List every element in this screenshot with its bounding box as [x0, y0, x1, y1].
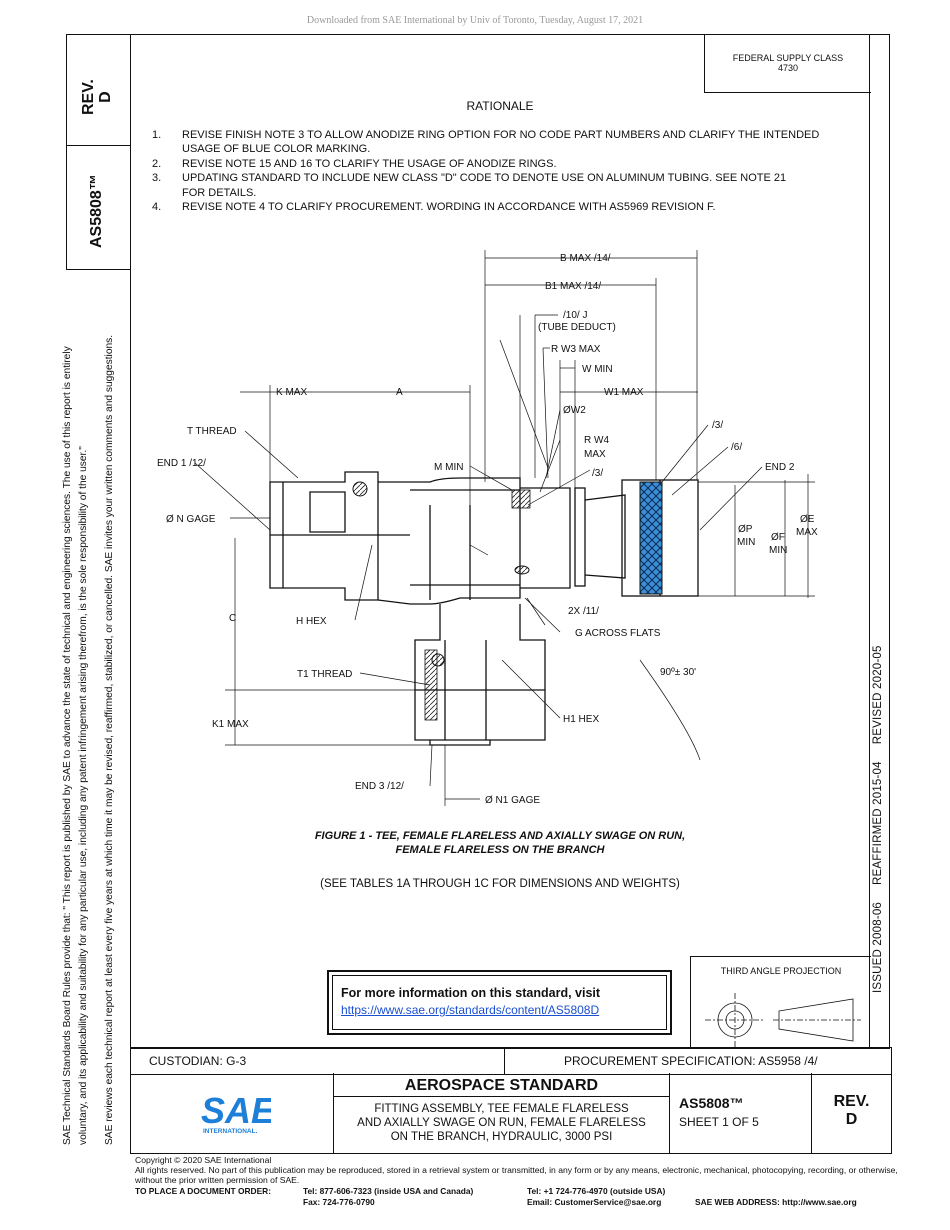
custodian: CUSTODIAN: G-3	[149, 1054, 247, 1068]
label-dia-e: ØE	[800, 514, 815, 525]
federal-supply-label: FEDERAL SUPPLY CLASS	[732, 53, 844, 63]
rationale-item: 2.REVISE NOTE 15 AND 16 TO CLARIFY THE U…	[152, 157, 557, 170]
see-tables-note: (SEE TABLES 1A THROUGH 1C FOR DIMENSIONS…	[320, 878, 680, 890]
o-ring	[514, 565, 530, 575]
title-block: SAE INTERNATIONAL. AEROSPACE STANDARD FI…	[130, 1073, 892, 1154]
label-k-max: K MAX	[276, 387, 307, 398]
sheet-number: SHEET 1 OF 5	[679, 1115, 759, 1129]
label-b-max: B MAX /14/	[560, 253, 611, 264]
third-angle-projection-icon	[705, 993, 861, 1047]
label-m-min: M MIN	[434, 462, 463, 473]
projection-label: THIRD ANGLE PROJECTION	[720, 966, 842, 976]
label-angle: 90º± 30'	[660, 667, 696, 678]
label-r-w3: R W3 MAX	[551, 344, 601, 355]
label-note6: /6/	[731, 442, 742, 453]
order-info: TO PLACE A DOCUMENT ORDER: Tel: 877-606-…	[135, 1186, 857, 1207]
label-tube-deduct: /10/ J	[563, 310, 587, 321]
side-panel-divider	[66, 145, 130, 146]
label-r-w4: R W4	[584, 435, 609, 446]
info-box-title: For more information on this standard, v…	[341, 986, 601, 1000]
label-h1-hex: H1 HEX	[563, 714, 599, 725]
sae-logo: SAE INTERNATIONAL.	[201, 1090, 271, 1135]
o-ring	[431, 653, 445, 667]
standard-link[interactable]: https://www.sae.org/standards/content/AS…	[341, 1003, 600, 1017]
label-a: A	[396, 387, 403, 398]
label-dia-p-min: MIN	[737, 537, 755, 548]
side-panel-frame	[66, 34, 131, 270]
label-g-flats: G ACROSS FLATS	[575, 628, 661, 639]
label-dia-f: ØF	[771, 532, 785, 543]
rationale-title: RATIONALE	[466, 99, 534, 113]
svg-text:INTERNATIONAL.: INTERNATIONAL.	[203, 1128, 258, 1135]
label-t1-thread: T1 THREAD	[297, 669, 352, 680]
label-end3: END 3 /12/	[355, 781, 404, 792]
federal-supply-value: 4730	[777, 63, 799, 73]
dimension-lines	[194, 250, 815, 806]
label-dia-f-min: MIN	[769, 545, 787, 556]
section-hatch	[511, 489, 531, 509]
info-box: For more information on this standard, v…	[327, 970, 672, 1035]
revision: REV. D	[833, 1093, 870, 1128]
svg-text:SAE: SAE	[201, 1090, 271, 1131]
label-k1-max: K1 MAX	[212, 719, 249, 730]
download-notice: Downloaded from SAE International by Uni…	[306, 15, 644, 26]
rationale-list: 1.REVISE FINISH NOTE 3 TO ALLOW ANODIZE …	[152, 128, 852, 214]
label-b1-max: B1 MAX /14/	[545, 281, 601, 292]
label-end1: END 1 /12/	[157, 458, 206, 469]
o-ring	[352, 481, 368, 497]
copyright-footer: Copyright © 2020 SAE International All r…	[135, 1155, 898, 1185]
standard-type: AEROSPACE STANDARD	[404, 1077, 599, 1094]
drawing-label-group: B MAX /14/ B1 MAX /14/ /10/ J (TUBE DEDU…	[157, 253, 818, 806]
label-note11: 2X /11/	[568, 606, 599, 617]
label-h-hex: H HEX	[296, 616, 327, 627]
procurement-spec: PROCUREMENT SPECIFICATION: AS5958 /4/	[564, 1054, 818, 1068]
custodian-row: CUSTODIAN: G-3 PROCUREMENT SPECIFICATION…	[130, 1047, 892, 1075]
anodize-ring	[639, 481, 663, 595]
label-c: C	[229, 613, 236, 624]
rationale-item: 1.REVISE FINISH NOTE 3 TO ALLOW ANODIZE …	[152, 129, 820, 156]
right-strip-line	[869, 34, 870, 1047]
document-title: FITTING ASSEMBLY, TEE FEMALE FLARELESS A…	[357, 1103, 646, 1143]
label-end2: END 2	[765, 462, 795, 473]
rationale-item: 3.UPDATING STANDARD TO INCLUDE NEW CLASS…	[152, 172, 787, 199]
label-dia-w2: ØW2	[563, 405, 586, 416]
section-hatch	[424, 649, 438, 721]
federal-supply-class-box: FEDERAL SUPPLY CLASS 4730	[704, 34, 871, 93]
label-dia-p: ØP	[738, 524, 753, 535]
label-n1-gage: Ø N1 GAGE	[485, 795, 540, 806]
label-n-gage: Ø N GAGE	[166, 514, 216, 525]
label-tube-deduct-note: (TUBE DEDUCT)	[538, 322, 616, 333]
label-t-thread: T THREAD	[187, 426, 237, 437]
label-dia-e-max: MAX	[796, 527, 818, 538]
label-note3b: /3/	[592, 468, 603, 479]
fitting-body-outline	[269, 471, 699, 746]
document-number: AS5808™	[679, 1095, 744, 1111]
label-w1-max: W1 MAX	[604, 387, 644, 398]
drawing-frame	[130, 34, 890, 1049]
rationale-item: 4.REVISE NOTE 4 TO CLARIFY PROCUREMENT. …	[152, 201, 716, 214]
label-r-w4-max: MAX	[584, 449, 606, 460]
projection-box: THIRD ANGLE PROJECTION	[690, 956, 871, 1048]
label-note3a: /3/	[712, 420, 723, 431]
figure-caption: FIGURE 1 - TEE, FEMALE FLARELESS AND AXI…	[314, 830, 686, 856]
label-w-min: W MIN	[582, 364, 613, 375]
